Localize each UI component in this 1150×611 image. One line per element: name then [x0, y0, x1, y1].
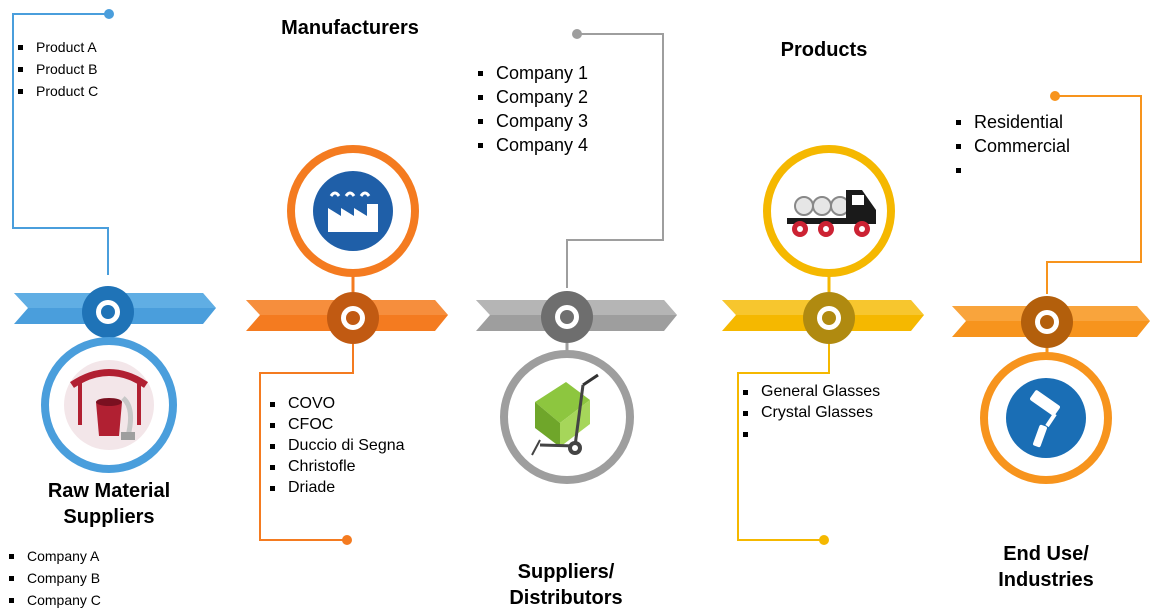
- list-item: Christofle: [268, 456, 405, 477]
- stage-manufacturers: [246, 145, 448, 545]
- stage-products: [722, 145, 924, 545]
- connector-line-end-use: [1046, 95, 1142, 294]
- stage-title-distributors: Suppliers/ Distributors: [509, 561, 623, 609]
- list-item: CFOC: [268, 414, 405, 435]
- list-item: Residential: [954, 110, 1070, 134]
- connector-line-products: [737, 344, 830, 541]
- list-item: Crystal Glasses: [741, 402, 880, 423]
- paint-roller-icon: [1006, 378, 1086, 458]
- hand-truck-box-icon: [531, 373, 599, 456]
- list-item: Driade: [268, 477, 405, 498]
- products-type-list: General Glasses Crystal Glasses: [741, 381, 880, 437]
- list-item: Company B: [7, 567, 101, 589]
- list-item: Product A: [16, 36, 98, 58]
- connector-dot-manufacturers: [342, 535, 352, 545]
- list-item: Commercial: [954, 134, 1070, 158]
- stage-title-manufacturers: Manufacturers: [281, 17, 419, 39]
- list-item: Company A: [7, 545, 101, 567]
- paint-bucket-pour-icon: [64, 360, 154, 450]
- raw-material-company-list: Company A Company B Company C: [7, 545, 101, 611]
- connector-line-distributors: [566, 33, 664, 288]
- connector-line-manufacturers: [259, 344, 354, 541]
- list-item: General Glasses: [741, 381, 880, 402]
- connector-dot-end-use: [1050, 91, 1060, 101]
- stage-title-end-use: End Use/ Industries: [998, 543, 1094, 591]
- connector-dot-raw-material: [104, 9, 114, 19]
- list-item: Company 3: [476, 109, 588, 133]
- connector-dot-distributors: [572, 29, 582, 39]
- delivery-truck-icon: [787, 190, 876, 237]
- list-item: Company C: [7, 589, 101, 611]
- end-use-segment-list: Residential Commercial: [954, 110, 1070, 173]
- list-item: Product C: [16, 80, 98, 102]
- stage-distributors: [476, 29, 677, 484]
- raw-material-product-list: Product A Product B Product C: [16, 36, 98, 102]
- list-item: COVO: [268, 393, 405, 414]
- list-item: Company 1: [476, 61, 588, 85]
- distributors-company-list: Company 1 Company 2 Company 3 Company 4: [476, 61, 588, 157]
- list-item: Company 4: [476, 133, 588, 157]
- connector-dot-products: [819, 535, 829, 545]
- list-item: Duccio di Segna: [268, 435, 405, 456]
- stage-raw-material: [12, 9, 216, 473]
- stage-end-use: [952, 91, 1150, 484]
- stage-title-raw-material: Raw Material Suppliers: [47, 480, 171, 528]
- connector-line-raw-material: [12, 13, 109, 275]
- list-item: Company 2: [476, 85, 588, 109]
- factory-icon: [313, 171, 393, 251]
- list-item: Product B: [16, 58, 98, 80]
- stage-title-products: Products: [780, 39, 868, 61]
- manufacturers-company-list: COVO CFOC Duccio di Segna Christofle Dri…: [268, 393, 405, 498]
